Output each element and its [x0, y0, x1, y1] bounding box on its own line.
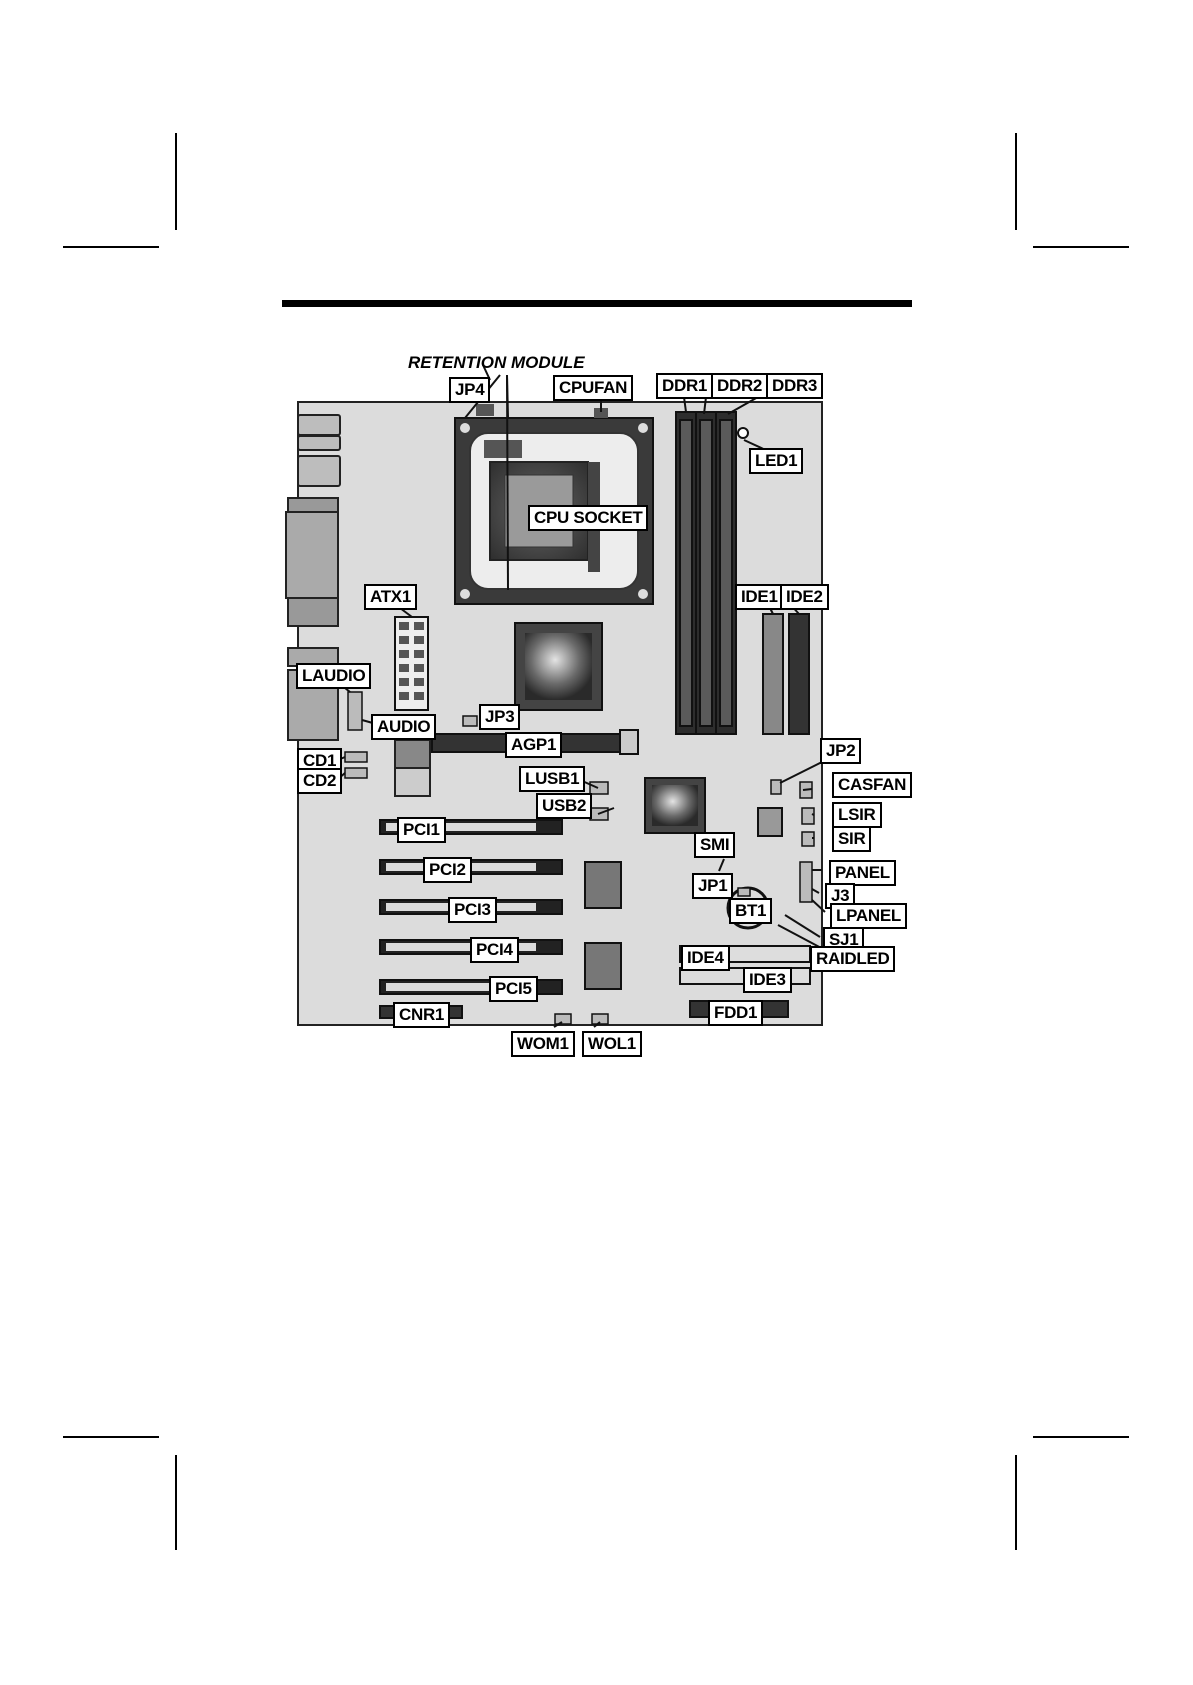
chip-left-1 — [585, 862, 621, 908]
label-laudio: LAUDIO — [296, 663, 371, 689]
ide2-connector — [789, 614, 809, 734]
label-wol1: WOL1 — [582, 1031, 642, 1057]
retention-module-title: RETENTION MODULE — [408, 353, 585, 373]
led1 — [738, 428, 748, 438]
label-ddr2: DDR2 — [711, 373, 768, 399]
label-wom1: WOM1 — [511, 1031, 575, 1057]
ide1-connector — [763, 614, 783, 734]
label-ide2: IDE2 — [780, 584, 829, 610]
label-ide3: IDE3 — [743, 967, 792, 993]
label-smi: SMI — [694, 832, 735, 858]
label-ddr1: DDR1 — [656, 373, 713, 399]
label-ide1: IDE1 — [735, 584, 784, 610]
label-usb2: USB2 — [536, 793, 592, 819]
label-lsir: LSIR — [832, 802, 882, 828]
label-jp4: JP4 — [449, 377, 490, 403]
label-led1: LED1 — [749, 448, 803, 474]
label-lusb1: LUSB1 — [519, 766, 585, 792]
label-cpufan: CPUFAN — [553, 375, 633, 401]
label-pci1: PCI1 — [397, 817, 446, 843]
label-raidled: RAIDLED — [810, 946, 895, 972]
label-ddr3: DDR3 — [766, 373, 823, 399]
label-ide4: IDE4 — [681, 945, 730, 971]
label-sir: SIR — [832, 826, 871, 852]
label-pci3: PCI3 — [448, 897, 497, 923]
label-cd2: CD2 — [297, 768, 342, 794]
label-atx1: ATX1 — [364, 584, 417, 610]
chip-left-2 — [585, 943, 621, 989]
label-cpu-socket: CPU SOCKET — [528, 505, 648, 531]
label-audio: AUDIO — [371, 714, 436, 740]
io-chip — [758, 808, 782, 836]
label-casfan: CASFAN — [832, 772, 912, 798]
label-fdd1: FDD1 — [708, 1000, 763, 1026]
label-pci2: PCI2 — [423, 857, 472, 883]
label-cnr1: CNR1 — [393, 1002, 450, 1028]
label-bt1: BT1 — [729, 898, 772, 924]
label-pci4: PCI4 — [470, 937, 519, 963]
ddr-slots — [676, 412, 736, 734]
label-pci5: PCI5 — [489, 976, 538, 1002]
label-jp1: JP1 — [692, 873, 733, 899]
label-agp1: AGP1 — [505, 732, 562, 758]
label-jp3: JP3 — [479, 704, 520, 730]
label-lpanel: LPANEL — [830, 903, 907, 929]
label-jp2: JP2 — [820, 738, 861, 764]
